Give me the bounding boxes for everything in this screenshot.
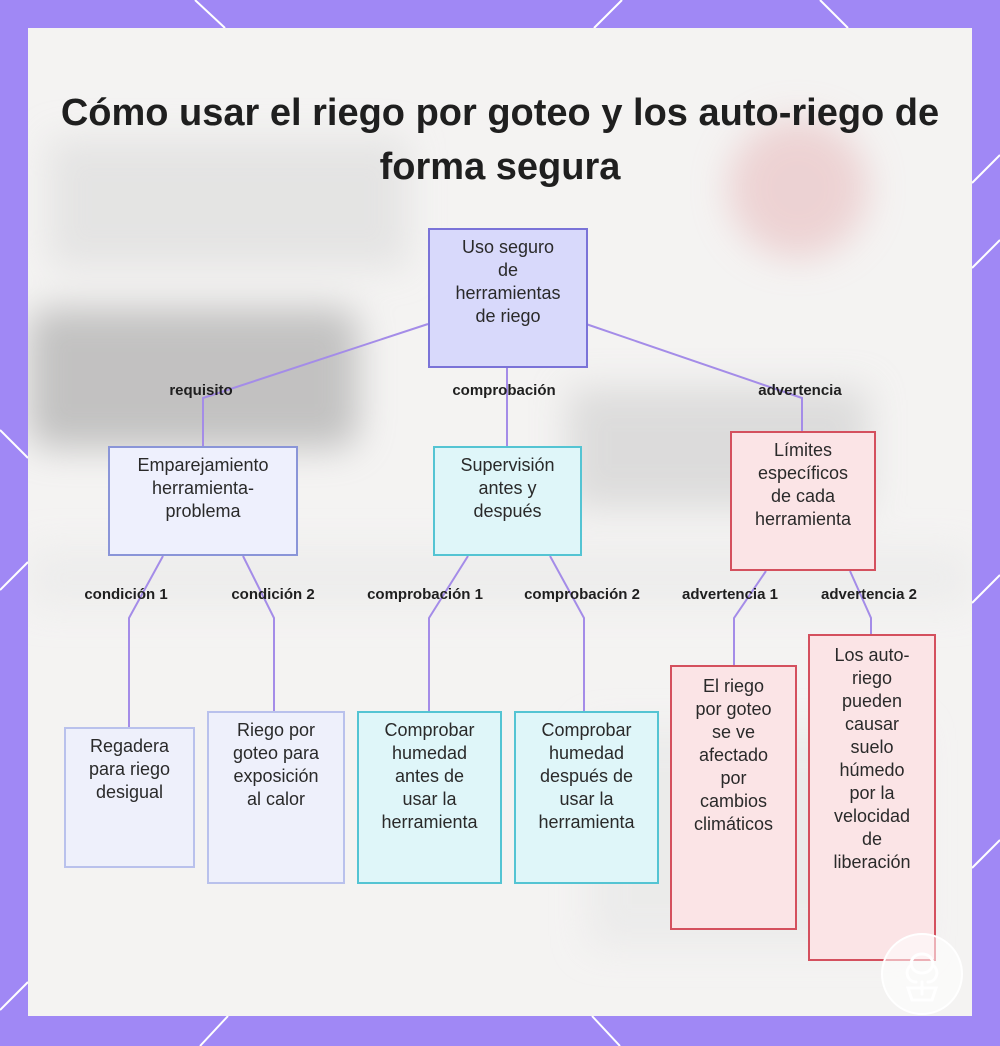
connector-comprobacion-2: [550, 556, 584, 711]
node-auto-riego: Los auto- riego pueden causar suelo húme…: [808, 634, 936, 961]
edge-label-comprobacion: comprobación: [452, 382, 555, 400]
node-supervision: Supervisión antes y después: [433, 446, 582, 556]
node-riego-clima: El riego por goteo se ve afectado por ca…: [670, 665, 797, 930]
rose-logo-icon: [880, 932, 964, 1016]
edge-label-condicion-1: condición 1: [84, 586, 167, 604]
connector-comprobacion-1: [429, 556, 468, 711]
node-limites: Límites específicos de cada herramienta: [730, 431, 876, 571]
edge-label-advertencia-1: advertencia 1: [682, 586, 778, 604]
node-emparejamiento: Emparejamiento herramienta- problema: [108, 446, 298, 556]
edge-label-comprobacion-1: comprobación 1: [367, 586, 483, 604]
connector-advertencia: [586, 324, 802, 431]
edge-label-advertencia-2: advertencia 2: [821, 586, 917, 604]
node-humedad-despues: Comprobar humedad después de usar la her…: [514, 711, 659, 884]
connector-requisito: [203, 324, 428, 446]
connector-condicion-2: [243, 556, 274, 711]
diagram-panel: Cómo usar el riego por goteo y los auto-…: [28, 28, 972, 1016]
node-riego-calor: Riego por goteo para exposición al calor: [207, 711, 345, 884]
connector-condicion-1: [129, 556, 163, 727]
node-humedad-antes: Comprobar humedad antes de usar la herra…: [357, 711, 502, 884]
edge-label-condicion-2: condición 2: [231, 586, 314, 604]
edge-label-requisito: requisito: [169, 382, 232, 400]
node-regadera: Regadera para riego desigual: [64, 727, 195, 868]
edge-label-comprobacion-2: comprobación 2: [524, 586, 640, 604]
edge-label-advertencia: advertencia: [758, 382, 841, 400]
node-uso-seguro: Uso seguro de herramientas de riego: [428, 228, 588, 368]
